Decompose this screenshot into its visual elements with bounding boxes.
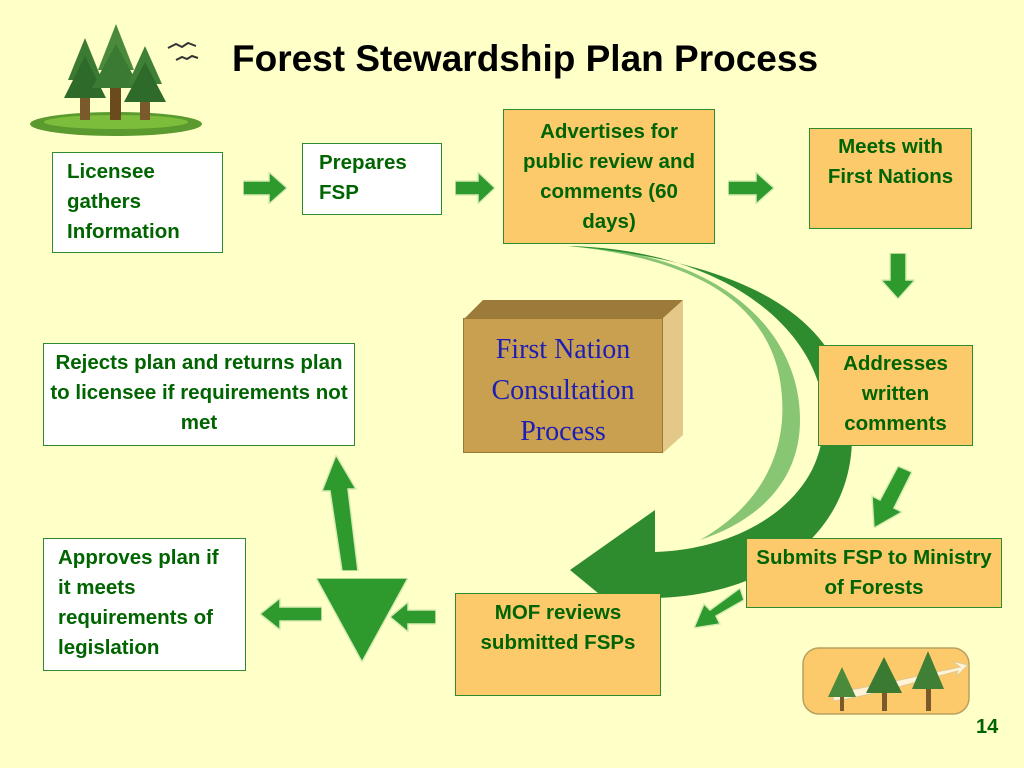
page-number: 14 [976,716,999,738]
step-advertises: Advertises for public review and comment… [503,109,715,244]
step-mof-reviews: MOF reviews submitted FSPs [455,593,661,696]
step-submits-fsp: Submits FSP to Ministry of Forests [746,538,1002,608]
step-licensee-gathers: Licensee gathers Information [52,152,223,253]
consultation-box-top [463,300,683,320]
step-prepares-fsp: Prepares FSP [302,143,442,215]
step-approves-plan: Approves plan if it meets requirements o… [43,538,246,671]
arrow-reviews-to-decision [390,602,436,632]
consultation-process-box: First Nation Consultation Process [463,318,663,453]
step-meets-first-nations: Meets with First Nations [809,128,972,229]
step-addresses-comments: Addresses written comments [818,345,973,446]
page-title: Forest Stewardship Plan Process [232,38,819,79]
arrow-submits-to-reviews [694,588,744,629]
arrow-gathers-to-prepares [243,172,287,204]
arrow-addresses-to-submits [871,466,912,528]
arrow-decision-to-rejects [320,455,359,571]
arrow-meets-to-addresses [881,253,915,299]
forest-trees-logo-icon [30,24,202,136]
arrow-decision-to-approves [260,598,322,630]
decision-triangle [316,578,408,662]
consultation-box-side [663,300,683,453]
step-rejects-plan: Rejects plan and returns plan to license… [43,343,355,446]
arrow-advertises-to-meets [728,172,774,204]
forest-trees-corner-icon [802,647,970,715]
arrow-prepares-to-advertises [455,172,495,204]
